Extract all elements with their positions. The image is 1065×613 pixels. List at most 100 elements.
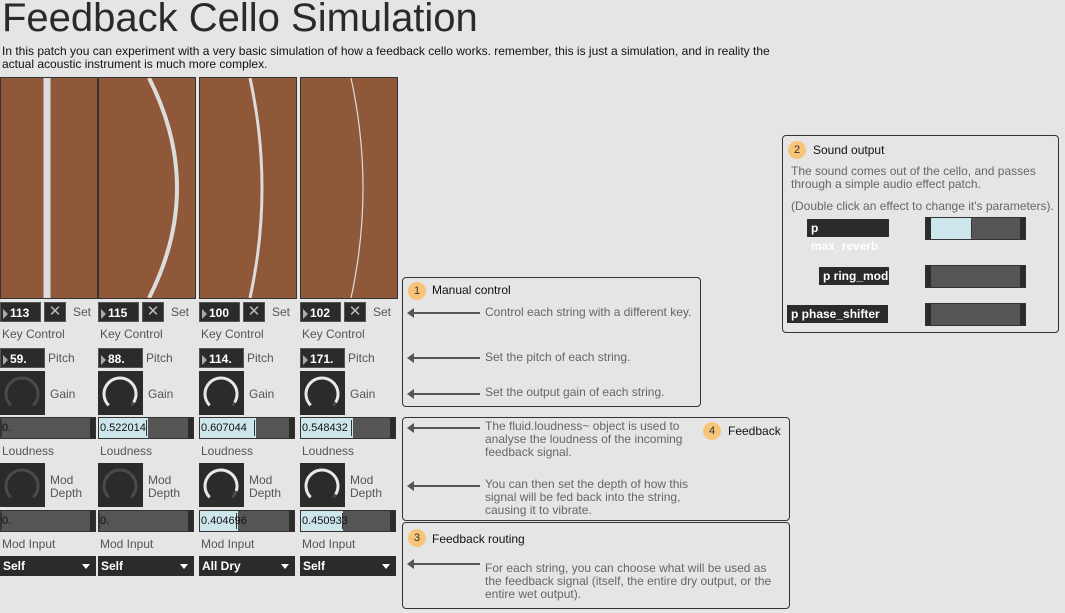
sound-output-box: 2 Sound output The sound comes out of th… <box>782 135 1059 333</box>
cello-string <box>147 78 179 298</box>
loudness-meter: 0.522014 <box>98 417 194 439</box>
loudness-label: Loudness <box>302 444 355 458</box>
mod-depth-dial[interactable] <box>300 463 345 507</box>
effect-level-meter <box>925 217 1026 240</box>
box-title: Manual control <box>432 283 511 297</box>
arrow-icon <box>407 481 480 491</box>
key-control-label: Key Control <box>100 327 163 341</box>
clear-key-button[interactable]: ✕ <box>243 302 265 322</box>
gain-dial[interactable] <box>98 371 143 415</box>
clear-key-button[interactable]: ✕ <box>44 302 66 322</box>
arrow-icon <box>407 389 480 399</box>
arrow-icon <box>407 559 480 569</box>
effect-level-meter <box>925 265 1026 288</box>
depth-value: 0.450933 <box>302 515 348 527</box>
channel-strip: 113 ✕ Set Key Control 59. Pitch Gain 0. … <box>0 77 98 582</box>
cello-body <box>0 77 98 299</box>
pitch-number-box[interactable]: 114. <box>199 348 244 368</box>
pitch-number-box[interactable]: 59. <box>0 348 45 368</box>
loudness-label: Loudness <box>201 444 254 458</box>
note-text: For each string, you can choose what wil… <box>485 561 772 601</box>
dial-icon <box>304 376 340 407</box>
channel-strip: 102 ✕ Set Key Control 171. Pitch Gain 0.… <box>300 77 398 582</box>
set-label: Set <box>73 305 92 319</box>
mod-depth-dial[interactable] <box>0 463 45 507</box>
set-label: Set <box>373 305 392 319</box>
dial-icon <box>102 468 138 499</box>
manual-control-box: 1 Manual control Control each string wit… <box>402 277 701 407</box>
depth-label: Depth <box>350 486 383 500</box>
pitch-number-box[interactable]: 171. <box>300 348 345 368</box>
gain-label: Gain <box>148 387 174 401</box>
key-number-box[interactable]: 102 <box>300 302 341 322</box>
mod-depth-dial[interactable] <box>98 463 143 507</box>
mod-label: Mod <box>50 473 74 487</box>
note-text: Set the output gain of each string. <box>485 385 665 399</box>
effect-patcher-2[interactable]: p phase_shifter <box>787 305 888 323</box>
note-text: Set the pitch of each string. <box>485 350 631 364</box>
mod-input-menu[interactable]: Self <box>300 556 396 576</box>
effect-patcher-1[interactable]: p ring_mod <box>819 267 889 285</box>
depth-slider[interactable]: 0.404696 <box>199 510 295 532</box>
note-text: (Double click an effect to change it's p… <box>791 199 1054 213</box>
dial-icon <box>203 468 239 499</box>
feedback-box: The fluid.loudness~ object is used to an… <box>402 417 790 521</box>
loudness-label: Loudness <box>2 444 55 458</box>
note-text: Control each string with a different key… <box>485 305 692 319</box>
key-number-box[interactable]: 113 <box>0 302 41 322</box>
pitch-label: Pitch <box>146 351 173 365</box>
mod-input-label: Mod Input <box>201 537 255 551</box>
channel-strip: 115 ✕ Set Key Control 88. Pitch Gain 0.5… <box>98 77 196 582</box>
gain-dial[interactable] <box>199 371 244 415</box>
note-text: You can then set the depth of how this s… <box>485 477 689 517</box>
pitch-label: Pitch <box>348 351 375 365</box>
depth-slider[interactable]: 0.450933 <box>300 510 396 532</box>
box-title: Feedback <box>728 424 781 438</box>
pitch-label: Pitch <box>48 351 75 365</box>
depth-slider[interactable]: 0. <box>98 510 194 532</box>
page-title: Feedback Cello Simulation <box>2 0 478 40</box>
channel-strip: 100 ✕ Set Key Control 114. Pitch Gain 0.… <box>199 77 297 582</box>
loudness-meter: 0.607044 <box>199 417 295 439</box>
cello-body <box>98 77 196 299</box>
clear-key-button[interactable]: ✕ <box>142 302 164 322</box>
pitch-number-box[interactable]: 88. <box>98 348 143 368</box>
loudness-label: Loudness <box>100 444 153 458</box>
clear-key-button[interactable]: ✕ <box>344 302 366 322</box>
key-number-box[interactable]: 100 <box>199 302 240 322</box>
mod-input-label: Mod Input <box>2 537 56 551</box>
mod-input-menu[interactable]: Self <box>98 556 194 576</box>
loudness-value: 0.548432 <box>302 422 348 434</box>
feedback-routing-box: 3 Feedback routing For each string, you … <box>402 522 790 609</box>
depth-label: Depth <box>249 486 282 500</box>
dial-icon <box>203 376 239 407</box>
effect-level-meter <box>925 303 1026 326</box>
key-number-box[interactable]: 115 <box>98 302 139 322</box>
pitch-label: Pitch <box>247 351 274 365</box>
chevron-down-icon <box>180 564 188 569</box>
mod-depth-dial[interactable] <box>199 463 244 507</box>
loudness-meter: 0.548432 <box>300 417 396 439</box>
cello-string <box>43 78 51 298</box>
mod-input-menu[interactable]: All Dry <box>199 556 295 576</box>
arrow-icon <box>407 423 480 433</box>
gain-dial[interactable] <box>0 371 45 415</box>
dial-icon <box>304 468 340 499</box>
box-title: Feedback routing <box>432 532 525 546</box>
step-badge: 3 <box>408 529 426 547</box>
step-badge: 4 <box>703 422 721 440</box>
gain-label: Gain <box>350 387 376 401</box>
depth-value: 0. <box>100 515 110 527</box>
depth-slider[interactable]: 0. <box>0 510 96 532</box>
chevron-down-icon <box>82 564 90 569</box>
dial-icon <box>4 376 40 407</box>
set-label: Set <box>171 305 190 319</box>
loudness-meter: 0. <box>0 417 96 439</box>
depth-value: 0. <box>2 515 12 527</box>
mod-input-menu[interactable]: Self <box>0 556 96 576</box>
depth-label: Depth <box>50 486 83 500</box>
cello-string <box>248 78 264 298</box>
gain-dial[interactable] <box>300 371 345 415</box>
step-badge: 2 <box>788 141 806 159</box>
effect-patcher-0[interactable]: p max_reverb <box>807 219 889 253</box>
